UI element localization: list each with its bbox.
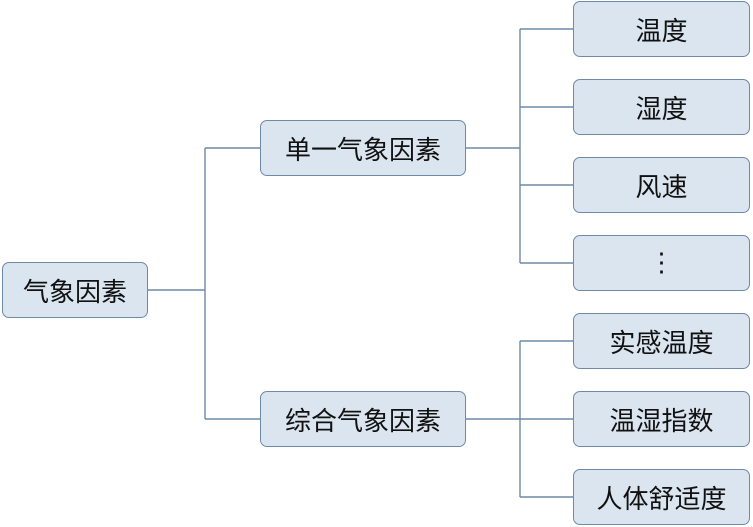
leaf-node-human-comfort: 人体舒适度 — [573, 469, 750, 525]
leaf-node-temperature-humidity-index: 温湿指数 — [573, 391, 750, 447]
leaf-node-temperature: 温度 — [573, 1, 750, 57]
leaf-node-wind-speed: 风速 — [573, 157, 750, 213]
branch-node-single: 单一气象因素 — [260, 120, 466, 176]
branch-node-composite: 综合气象因素 — [260, 391, 466, 447]
leaf-node-apparent-temperature: 实感温度 — [573, 313, 750, 369]
leaf-node-ellipsis: ⋮ — [573, 235, 750, 291]
leaf-node-humidity: 湿度 — [573, 79, 750, 135]
root-node: 气象因素 — [2, 262, 148, 318]
